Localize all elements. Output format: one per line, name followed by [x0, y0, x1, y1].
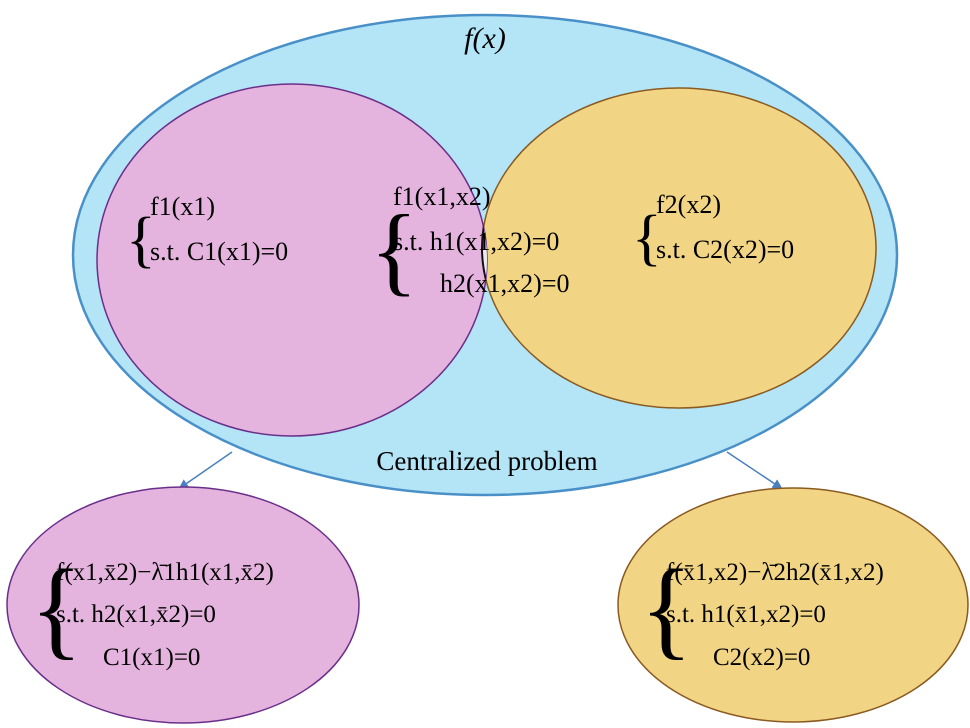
bottom-left-line3: C1(x1)=0	[103, 644, 200, 671]
overlap-line3: h2(x1,x2)=0	[440, 269, 569, 298]
overlap-region	[481, 87, 487, 409]
bottom-right-line3: C2(x2)=0	[713, 644, 810, 671]
bottom-left-line2: s.t. h2(x1,x̄2)=0	[56, 601, 216, 628]
bottom-left-ellipse	[6, 486, 360, 724]
brace-right-set: {	[632, 204, 662, 272]
brace-left-set: {	[126, 206, 156, 274]
arrow-to-bottom-left	[178, 451, 233, 490]
arrow-to-bottom-right	[726, 451, 783, 490]
bottom-right-ellipse	[617, 487, 969, 723]
brace-bottom-right: {	[640, 547, 693, 669]
overlap-line1: f1(x1,x2)	[393, 182, 490, 211]
brace-overlap-set: {	[370, 194, 418, 305]
right-set-line1: f2(x2)	[656, 190, 721, 219]
right-set-line2: s.t. C2(x2)=0	[656, 235, 794, 264]
left-set-line1: f1(x1)	[150, 192, 215, 221]
bottom-left-line1: f(x1,x̄2)−λ̄1h1(x1,x̄2)	[56, 559, 274, 586]
outer-caption: Centralized problem	[376, 446, 597, 476]
brace-bottom-left: {	[30, 547, 83, 669]
overlap-line2: s.t. h1(x1,x2)=0	[393, 227, 559, 256]
bottom-right-line2: s.t. h1(x̄1,x2)=0	[666, 601, 826, 628]
bottom-right-line1: f(x̄1,x2)−λ̄2h2(x̄1,x2)	[666, 559, 884, 586]
outer-label: f(x)	[464, 22, 506, 55]
left-set-line2: s.t. C1(x1)=0	[150, 237, 288, 266]
